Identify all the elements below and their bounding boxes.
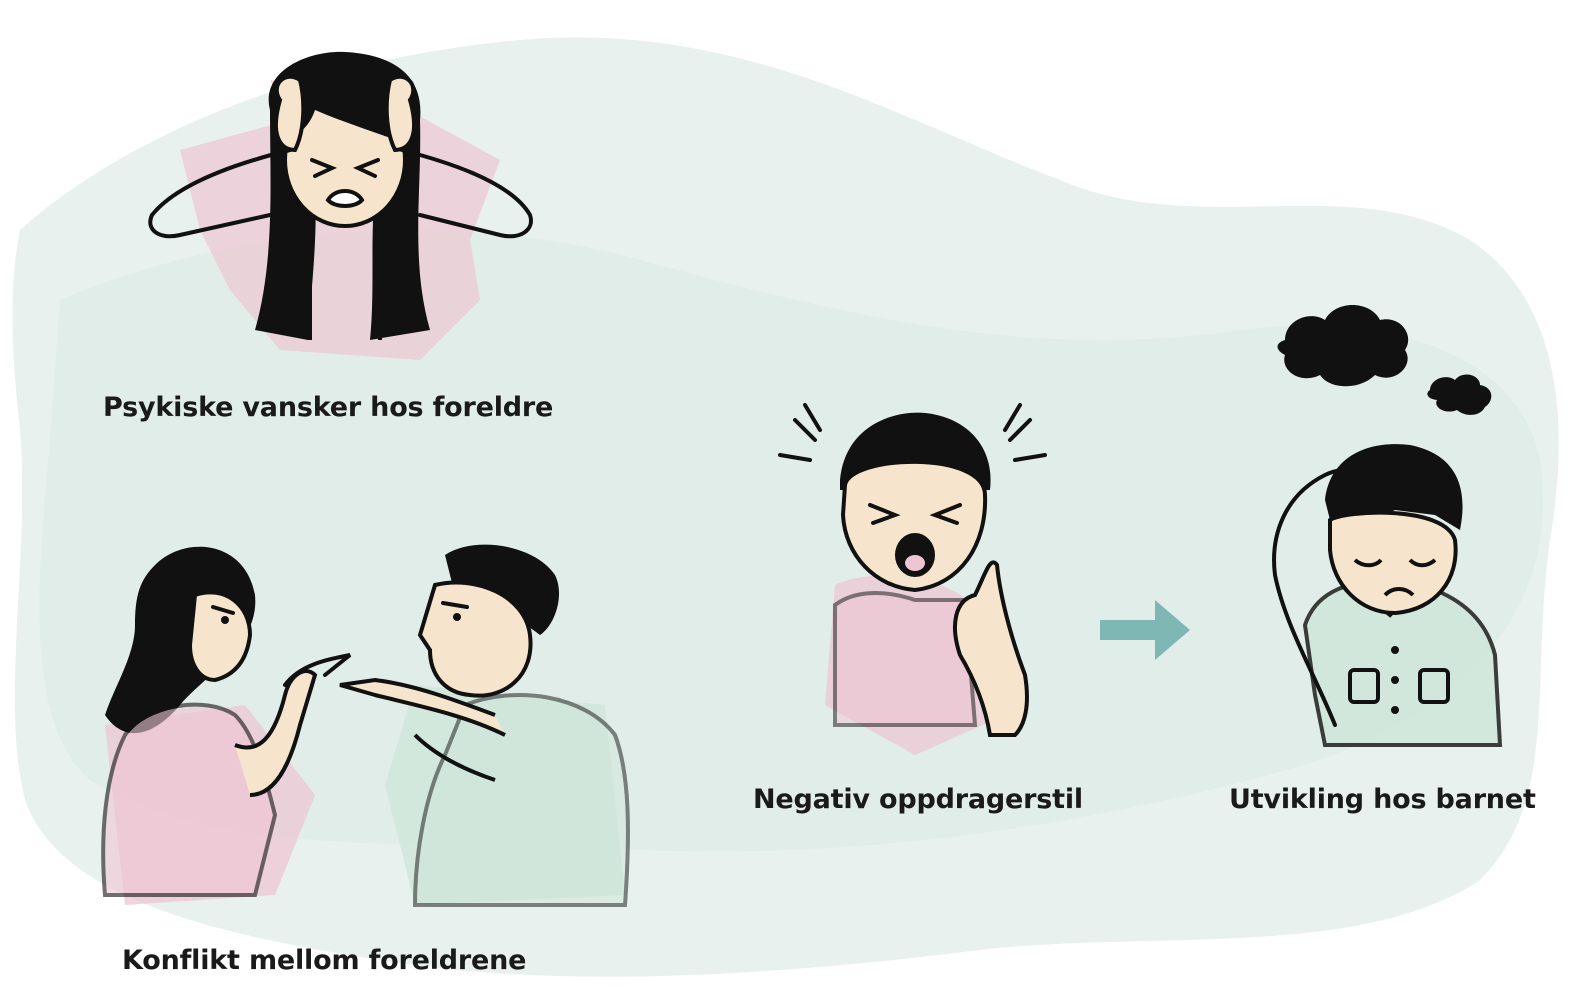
label-negative-parenting: Negativ oppdragerstil bbox=[753, 784, 1083, 815]
shouting-parent-illustration bbox=[775, 405, 1060, 765]
shout-lines-right bbox=[1005, 405, 1045, 460]
label-child-development: Utvikling hos barnet bbox=[1229, 784, 1536, 815]
dark-cloud-icon bbox=[1278, 305, 1409, 386]
label-mental-health: Psykiske vansker hos foreldre bbox=[103, 392, 553, 423]
arguing-couple-illustration bbox=[85, 535, 635, 925]
label-conflict: Konflikt mellom foreldrene bbox=[122, 945, 526, 976]
shout-lines-left bbox=[780, 405, 820, 460]
stressed-woman-illustration bbox=[140, 40, 540, 370]
dark-cloud-small-icon bbox=[1427, 375, 1491, 415]
arrow-right-icon bbox=[1095, 590, 1195, 670]
sad-child-illustration bbox=[1245, 295, 1515, 755]
